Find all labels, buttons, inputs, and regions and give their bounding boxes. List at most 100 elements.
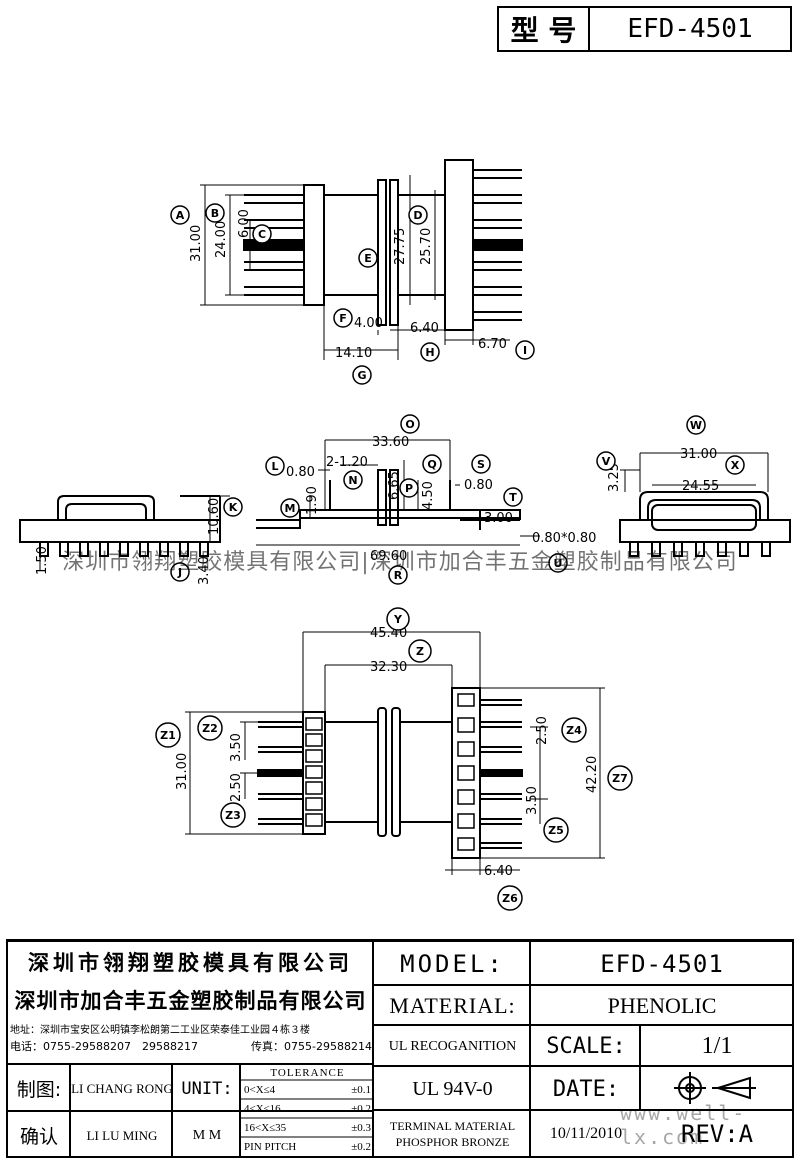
company-name-2: 深圳市加合丰五金塑胶制品有限公司 [14, 989, 367, 1013]
unit-label: UNIT: [181, 1078, 233, 1099]
terminal-material: TERMINAL MATERIAL PHOSPHOR BRONZE [389, 1119, 516, 1149]
svg-text:O: O [405, 418, 414, 431]
dim-j2: 3.40 [197, 556, 212, 585]
svg-text:P: P [405, 482, 413, 495]
model-value: EFD-4501 [600, 949, 724, 978]
technical-drawing: 31.00 24.00 6.00 27.75 25.70 4.00 6.40 1… [6, 159, 794, 940]
date-value: 10/11/2010 [549, 1125, 623, 1142]
drawn-by: LI CHANG RONG [71, 1080, 173, 1096]
top-view [200, 159, 523, 360]
material-label: MATERIAL: [389, 993, 516, 1018]
svg-text:J: J [177, 566, 182, 579]
dim-t: 3.00 [484, 511, 513, 526]
header-model-label-cell: 型 号 [497, 6, 590, 52]
dim-z5: 3.50 [525, 786, 540, 815]
svg-text:X: X [731, 459, 740, 472]
date-label: DATE: [552, 1076, 620, 1102]
watermark-site: www.well-lx.com [620, 1101, 747, 1149]
dim-z1: 31.00 [175, 753, 190, 790]
svg-text:Z6: Z6 [502, 892, 518, 905]
reference-markers [155, 203, 745, 911]
svg-text:T: T [509, 491, 517, 504]
svg-text:N: N [348, 474, 357, 487]
svg-text:G: G [357, 369, 366, 382]
dim-v: 3.25 [607, 463, 622, 492]
tolerance-row: 4<X≤16 ±0.2 [244, 1103, 371, 1115]
svg-text:Z3: Z3 [225, 809, 241, 822]
material-value: PHENOLIC [607, 993, 717, 1018]
tolerance-row: 0<X≤4 ±0.1 [244, 1084, 371, 1096]
scale-value: 1/1 [701, 1033, 733, 1059]
dim-z4: 2.50 [535, 716, 550, 745]
tolerance-title: TOLERANCE [270, 1067, 345, 1079]
header-model-label: 型 号 [510, 14, 577, 47]
watermark-company: 深圳市翎翔塑胶模具有限公司|深圳市加合丰五金塑胶制品有限公司 [62, 550, 738, 575]
dim-k: 10.60 [207, 498, 222, 535]
header-model-value-cell: EFD-4501 [588, 6, 792, 52]
svg-text:D: D [413, 209, 422, 222]
svg-text:Z4: Z4 [566, 724, 582, 737]
svg-text:K: K [229, 501, 238, 514]
scale-label: SCALE: [546, 1034, 626, 1059]
dim-z7: 42.20 [585, 756, 600, 793]
svg-text:L: L [271, 460, 278, 473]
svg-text:A: A [176, 209, 185, 222]
dim-a: 31.00 [189, 225, 204, 262]
ul-label: UL RECOGANITION [388, 1038, 517, 1054]
dim-p: 6.65 [387, 471, 402, 500]
dim-o: 33.60 [372, 435, 409, 450]
ul-value: UL 94V-0 [412, 1077, 493, 1100]
dim-g: 14.10 [335, 346, 372, 361]
dim-n: 2-1.20 [326, 455, 368, 470]
dim-f: 4.00 [354, 316, 383, 331]
svg-text:Z2: Z2 [202, 722, 218, 735]
svg-text:Z5: Z5 [548, 824, 564, 837]
side-view [19, 495, 230, 570]
dim-e: 27.75 [393, 228, 408, 265]
bottom-view [185, 631, 605, 875]
dim-b: 24.00 [214, 221, 229, 258]
svg-text:H: H [425, 346, 434, 359]
svg-text:U: U [554, 557, 563, 570]
svg-text:B: B [211, 207, 219, 220]
dim-j1: 1.50 [35, 546, 50, 575]
unit-value: M M [192, 1127, 222, 1143]
end-view [619, 452, 791, 557]
svg-text:Q: Q [427, 458, 436, 471]
dim-l: 0.80 [286, 465, 315, 480]
checked-label: 确认 [19, 1126, 58, 1148]
dim-i: 6.70 [478, 337, 507, 352]
company-fax: 传真：0755-29588214 [251, 1040, 372, 1053]
tolerance-row: PIN PITCH ±0.2 [244, 1141, 371, 1153]
svg-text:S: S [477, 458, 485, 471]
dim-z2: 3.50 [229, 733, 244, 762]
dim-m: 1.90 [305, 486, 320, 515]
svg-text:E: E [364, 252, 372, 265]
svg-text:M: M [285, 502, 296, 515]
dim-c: 6.00 [237, 209, 252, 238]
svg-text:I: I [523, 344, 527, 357]
checked-by: LI LU MING [86, 1127, 158, 1143]
company-address: 地址：深圳市宝安区公明镇李松朗第二工业区荣泰佳工业园４栋３楼 [10, 1024, 310, 1036]
svg-text:V: V [602, 455, 611, 468]
dim-u: 0.80*0.80 [532, 531, 596, 546]
rev-value: REV:A [680, 1120, 754, 1148]
dim-s: 0.80 [464, 478, 493, 493]
dim-x: 24.55 [682, 479, 719, 494]
dim-z3: 2.50 [229, 773, 244, 802]
dim-r: 69.60 [370, 549, 407, 564]
dim-w: 31.00 [680, 447, 717, 462]
svg-text:C: C [258, 228, 266, 241]
header-model-value: EFD-4501 [627, 14, 753, 44]
dim-z: 32.30 [370, 660, 407, 675]
svg-text:Z: Z [416, 645, 424, 658]
drawn-label: 制图: [16, 1079, 62, 1101]
svg-text:F: F [339, 312, 347, 325]
dim-q: 4.50 [421, 481, 436, 510]
svg-text:Y: Y [393, 613, 403, 626]
svg-text:W: W [690, 419, 702, 432]
svg-text:R: R [394, 569, 403, 582]
company-name-1: 深圳市翎翔塑胶模具有限公司 [28, 951, 353, 975]
dim-h: 6.40 [410, 321, 439, 336]
